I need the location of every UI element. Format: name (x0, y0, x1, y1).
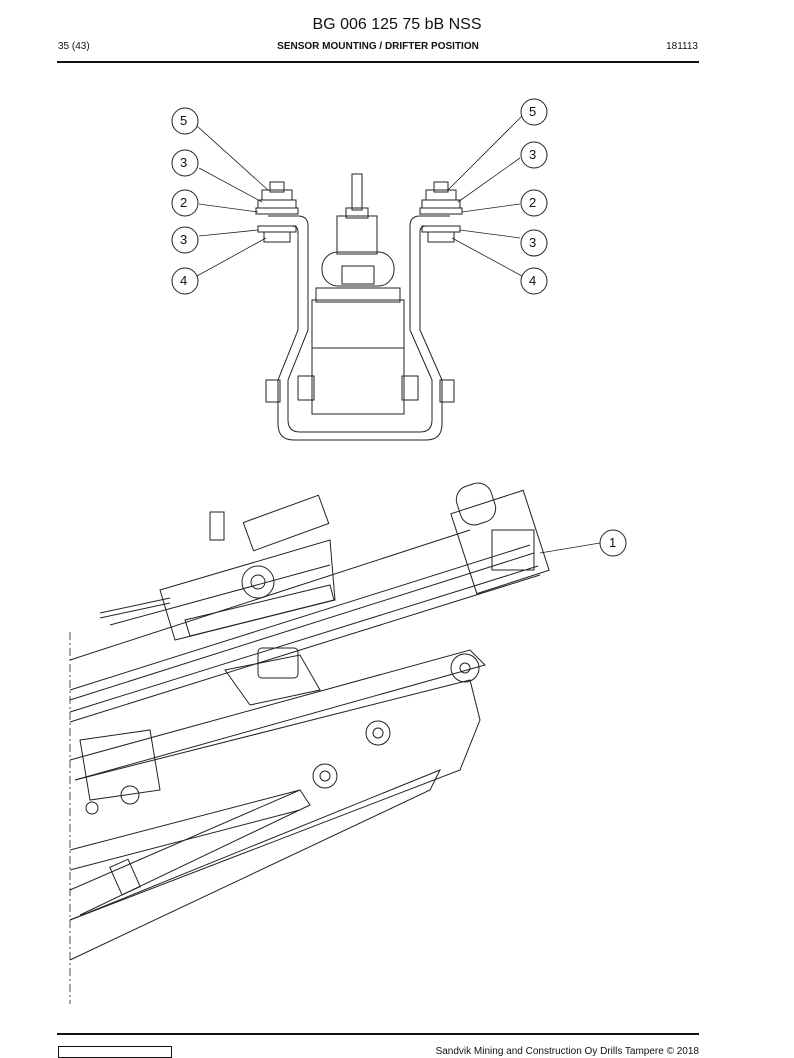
callout-label: 3 (180, 232, 188, 247)
callout-label: 4 (529, 273, 537, 288)
callout-label: 3 (529, 235, 537, 250)
header-row: 35 (43) SENSOR MOUNTING / DRIFTER POSITI… (58, 41, 698, 55)
sandvik-logo (58, 1046, 172, 1058)
document-number: BG 006 125 75 bB NSS (312, 16, 482, 33)
section-title: SENSOR MOUNTING / DRIFTER POSITION (277, 41, 479, 52)
callout-label: 4 (180, 273, 188, 288)
callout-circle (171, 107, 199, 135)
header-rule (57, 61, 699, 63)
callout-label: 3 (529, 147, 537, 162)
page-number: 35 (43) (58, 41, 90, 52)
callout-label: 5 (529, 104, 537, 119)
callout-label: 1 (609, 535, 617, 550)
callout-label: 3 (180, 155, 188, 170)
callout-label: 5 (180, 113, 188, 128)
callout-label: 2 (529, 195, 537, 210)
callout-label: 2 (180, 195, 188, 210)
footer-rule (57, 1033, 699, 1035)
footer-copyright: Sandvik Mining and Construction Oy Drill… (435, 1046, 699, 1057)
date-code: 181113 (666, 41, 698, 52)
